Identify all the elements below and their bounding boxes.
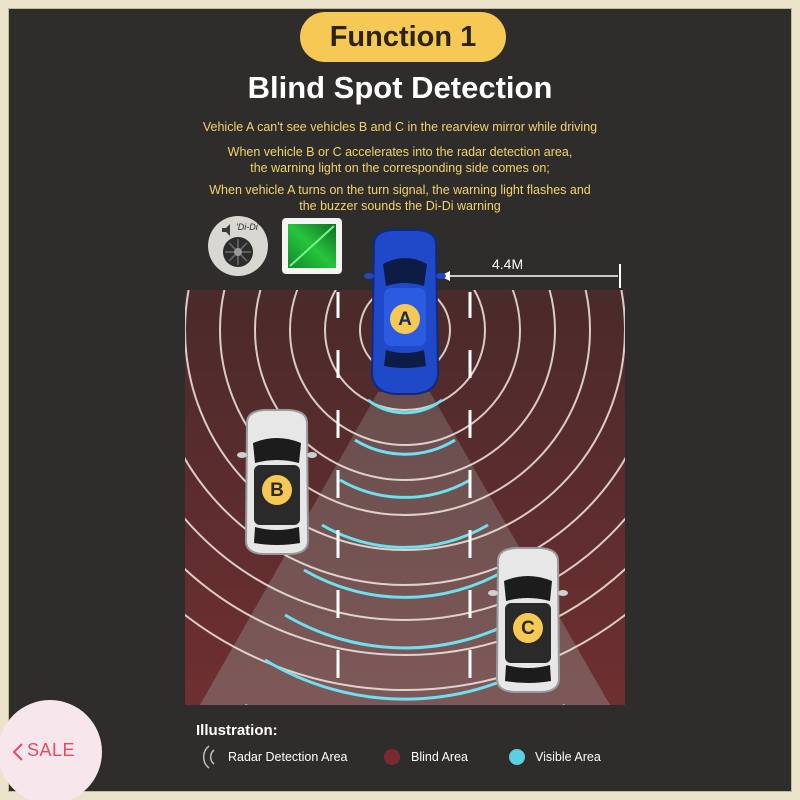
description-line-5: the buzzer sounds the Di-Di warning (299, 199, 501, 213)
vehicle-a-badge (390, 304, 420, 334)
vehicle-a-label: A (398, 309, 412, 330)
lane-markings (336, 292, 472, 678)
description-line-3: the warning light on the corresponding s… (250, 161, 550, 175)
vehicle-a (364, 229, 446, 395)
radar-legend-icon (202, 745, 215, 769)
legend-radar-label: Radar Detection Area (228, 750, 348, 764)
description-line-2: When vehicle B or C accelerates into the… (227, 145, 573, 159)
vehicle-c-badge (513, 613, 543, 643)
vehicle-b-label: B (270, 480, 284, 501)
vehicle-b-badge (262, 475, 292, 505)
legend-visible-label: Visible Area (535, 750, 601, 764)
description-line-1: Vehicle A can't see vehicles B and C in … (202, 120, 598, 134)
legend-blind-label: Blind Area (411, 750, 468, 764)
legend-title: Illustration: (196, 722, 278, 739)
page-title: Blind Spot Detection (247, 70, 553, 105)
sale-badge-label: SALE (27, 740, 76, 760)
description-line-4: When vehicle A turns on the turn signal,… (209, 183, 591, 197)
vehicle-b (237, 409, 317, 555)
blind-area-swatch (384, 749, 400, 765)
radar-rings (185, 290, 625, 691)
function-badge-label: Function 1 (329, 20, 477, 53)
warning-light-icon (282, 218, 342, 274)
buzzer-icon (208, 216, 268, 276)
buzzer-label: 'Di-Di' (236, 222, 260, 232)
vehicle-c-label: C (521, 618, 535, 639)
function-badge: Function 1 (300, 12, 506, 62)
distance-indicator (440, 264, 621, 288)
visible-area-swatch (509, 749, 525, 765)
vehicle-c (488, 547, 568, 693)
sale-badge (0, 700, 102, 800)
distance-label: 4.4M (492, 256, 524, 272)
